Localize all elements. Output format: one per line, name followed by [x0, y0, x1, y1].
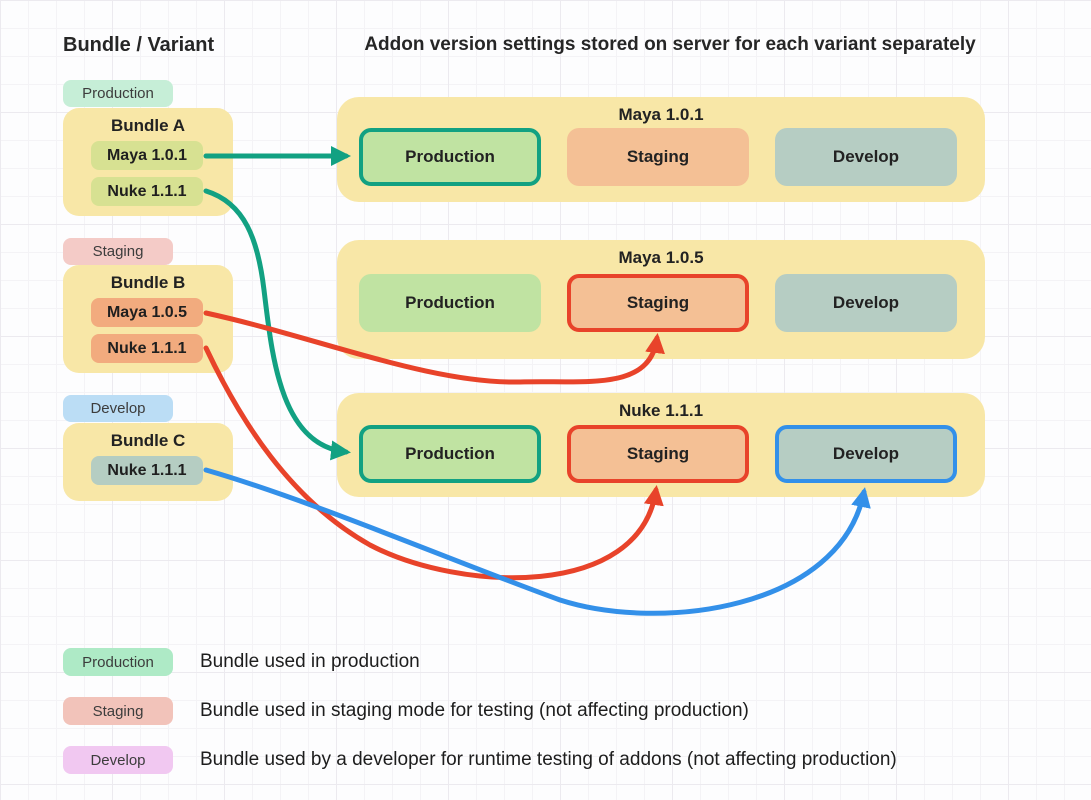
- bundle-c-mode-tag: Develop: [63, 395, 173, 422]
- variant-maya101-title: Maya 1.0.1: [618, 105, 704, 124]
- column-title-addon-versions: Addon version settings stored on server …: [364, 34, 976, 55]
- legend-chip-production: Production: [63, 648, 173, 676]
- variant-maya105-slot-staging: Staging: [567, 274, 749, 332]
- bundle-c-title: Bundle C: [110, 431, 186, 450]
- bundle-a-addon-maya: Maya 1.0.1: [91, 141, 203, 170]
- bundle-b-title: Bundle B: [110, 273, 186, 292]
- legend-text-staging: Bundle used in staging mode for testing …: [200, 700, 749, 721]
- bundle-a-addon-nuke: Nuke 1.1.1: [91, 177, 203, 206]
- bundle-c-addon-nuke: Nuke 1.1.1: [91, 456, 203, 485]
- variant-box-nuke-1-1-1: Nuke 1.1.1 Production Staging Develop: [337, 393, 985, 497]
- variant-maya105-slot-develop: Develop: [775, 274, 957, 332]
- bundle-b-box: Bundle B Maya 1.0.5 Nuke 1.1.1: [63, 265, 233, 373]
- variant-nuke111-slot-develop: Develop: [775, 425, 957, 483]
- bundle-b-mode-tag: Staging: [63, 238, 173, 265]
- variant-box-maya-1-0-1: Maya 1.0.1 Production Staging Develop: [337, 97, 985, 202]
- variant-maya105-slot-production: Production: [359, 274, 541, 332]
- bundle-a-mode-tag: Production: [63, 80, 173, 107]
- legend-chip-develop: Develop: [63, 746, 173, 774]
- variant-nuke111-slot-production: Production: [359, 425, 541, 483]
- legend-chip-staging: Staging: [63, 697, 173, 725]
- column-title-bundle-variant: Bundle / Variant: [63, 34, 215, 56]
- bundle-c-box: Bundle C Nuke 1.1.1: [63, 423, 233, 501]
- legend-text-production: Bundle used in production: [200, 651, 420, 672]
- variant-maya101-slot-staging: Staging: [567, 128, 749, 186]
- variant-maya101-slot-production: Production: [359, 128, 541, 186]
- bundle-b-addon-nuke: Nuke 1.1.1: [91, 334, 203, 363]
- bundle-a-title: Bundle A: [111, 116, 185, 135]
- variant-maya101-slot-develop: Develop: [775, 128, 957, 186]
- variant-nuke111-title: Nuke 1.1.1: [618, 401, 704, 420]
- variant-box-maya-1-0-5: Maya 1.0.5 Production Staging Develop: [337, 240, 985, 359]
- variant-nuke111-slot-staging: Staging: [567, 425, 749, 483]
- legend-text-develop: Bundle used by a developer for runtime t…: [200, 749, 897, 770]
- variant-maya105-title: Maya 1.0.5: [618, 248, 704, 267]
- bundle-b-addon-maya: Maya 1.0.5: [91, 298, 203, 327]
- bundle-a-box: Bundle A Maya 1.0.1 Nuke 1.1.1: [63, 108, 233, 216]
